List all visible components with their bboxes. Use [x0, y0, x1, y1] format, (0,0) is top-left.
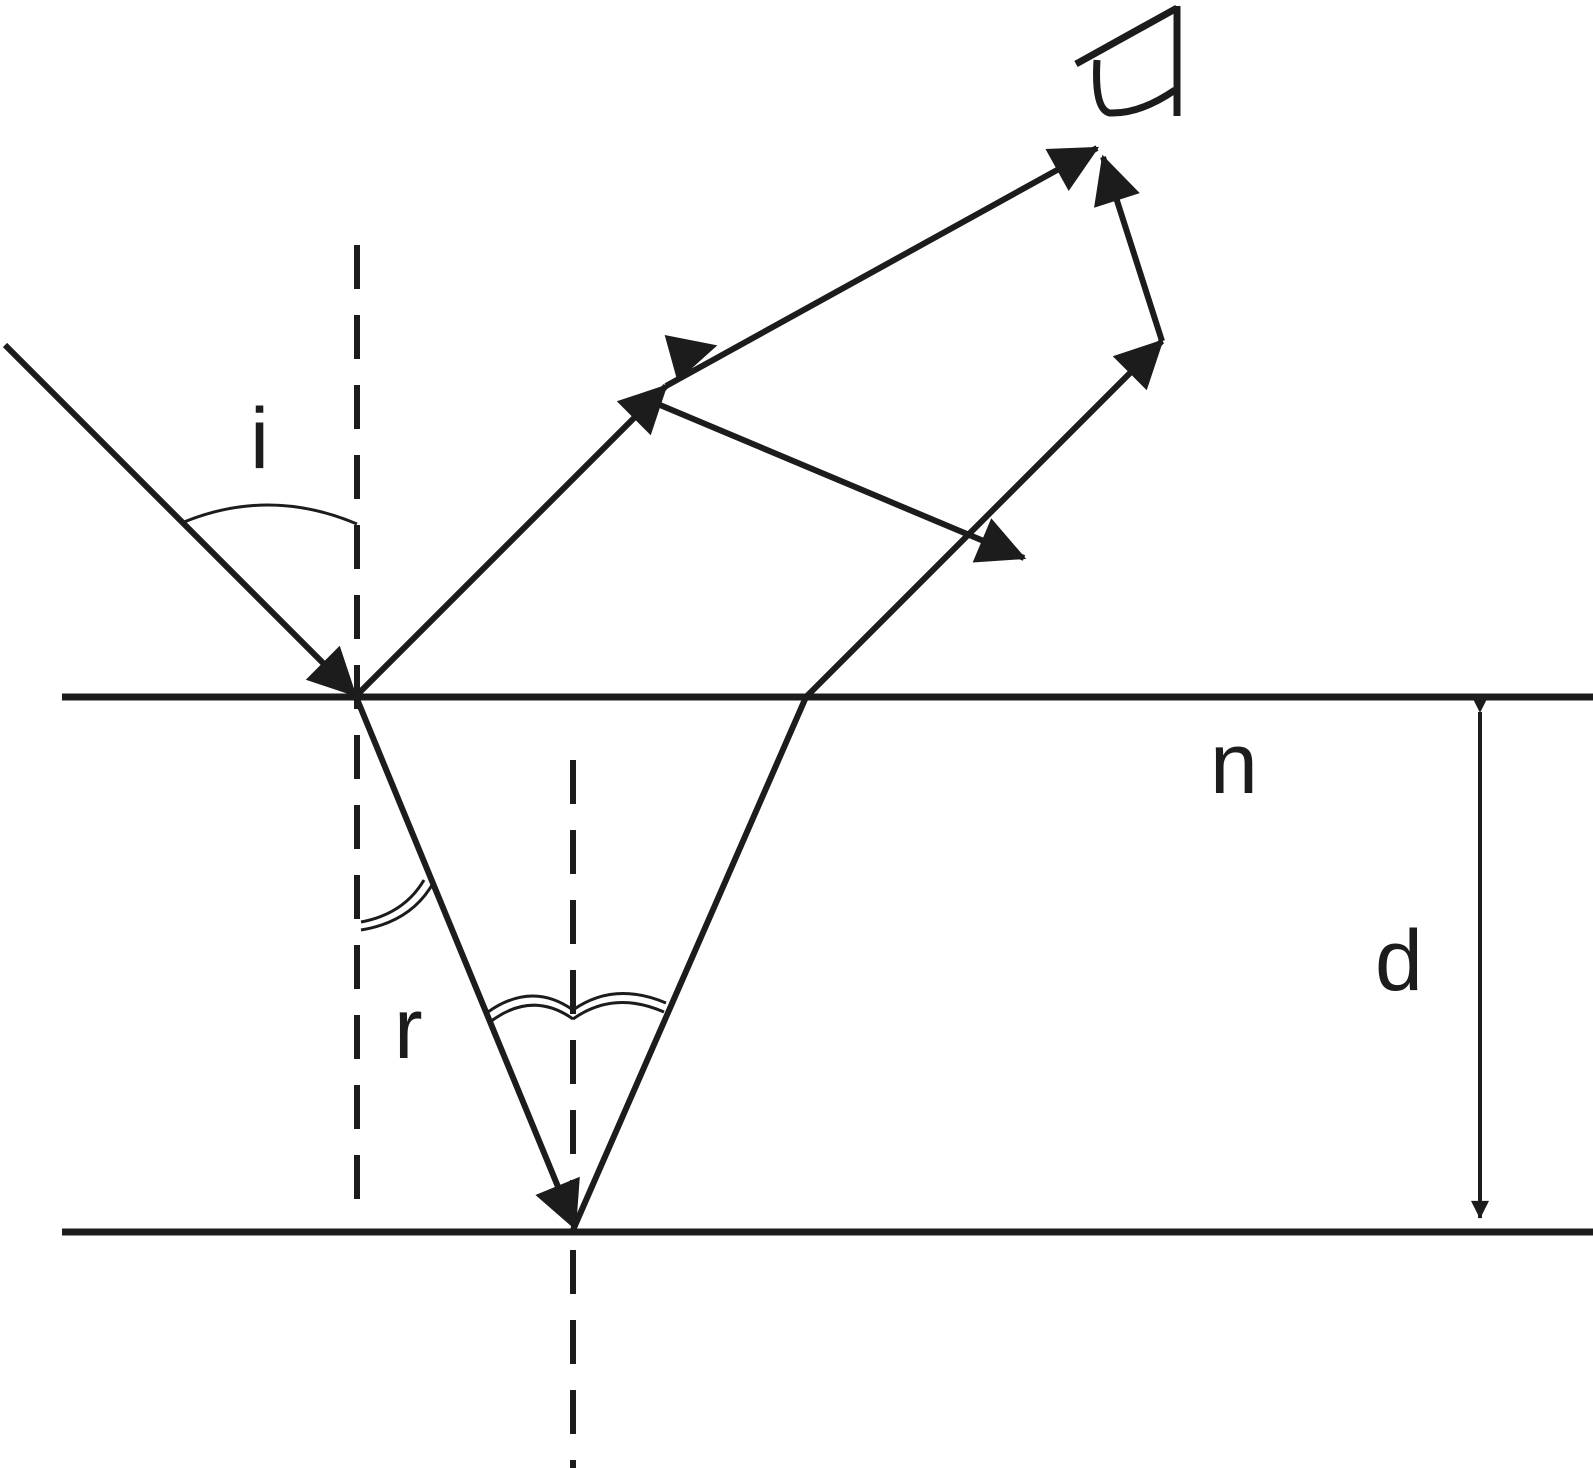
- angle-arc-bottom-left-inner: [487, 994, 574, 1014]
- label-refractive-index: n: [1210, 716, 1258, 812]
- angle-arc-i: [183, 503, 358, 526]
- reflected-ray-1-continuation-mid: [664, 334, 718, 382]
- wavefront-perpendicular: [658, 402, 1027, 563]
- eye-icon: [1074, 4, 1181, 117]
- label-incidence-angle: i: [250, 391, 269, 487]
- ray-2-to-observer: [1094, 154, 1165, 342]
- reflected-ray-1: [354, 383, 669, 698]
- label-refraction-angle: r: [394, 981, 423, 1077]
- refracted-ray-down: [354, 697, 580, 1231]
- reflected-ray-1-continuation: [664, 145, 1100, 389]
- incident-ray: [2, 342, 358, 698]
- angle-arc-r: [360, 884, 434, 932]
- angle-arc-bottom-right-inner: [572, 992, 667, 1012]
- reflected-ray-inside-film: [570, 695, 809, 1232]
- angle-arc-r-inner: [360, 879, 426, 924]
- angle-arc-bottom-right: [572, 1001, 665, 1021]
- angle-arc-bottom-left: [489, 1003, 574, 1024]
- label-thickness: d: [1375, 913, 1423, 1009]
- emerging-ray-2: [803, 338, 1165, 700]
